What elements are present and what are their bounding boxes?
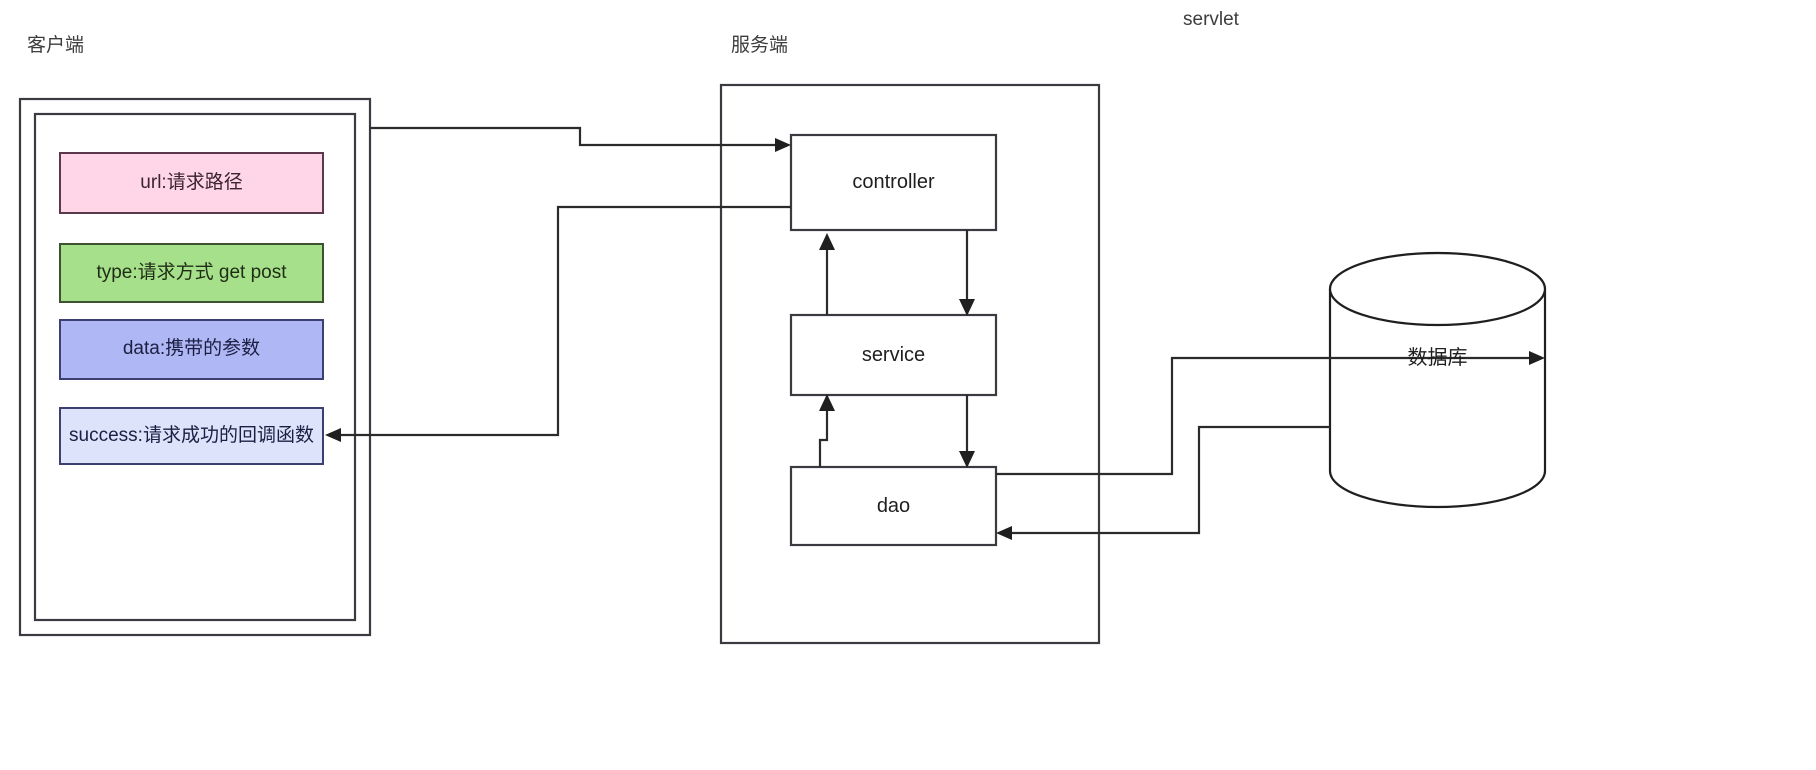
database-cylinder-body[interactable] (1328, 289, 1547, 509)
arrowhead-dao-to-service (819, 394, 835, 411)
servlet-title-label: servlet (1183, 9, 1239, 30)
service-box[interactable] (789, 313, 998, 397)
param-box-type[interactable]: type:请求方式 get post (59, 243, 324, 303)
edge-client-to-controller (370, 126, 780, 147)
arrowhead-client-to-controller (775, 138, 791, 152)
param-box-success[interactable]: success:请求成功的回调函数 (59, 407, 324, 465)
edge-dao-to-service (818, 406, 829, 467)
arrowhead-database-to-dao (996, 526, 1012, 540)
param-box-data[interactable]: data:携带的参数 (59, 319, 324, 380)
arrowhead-controller-to-service (959, 299, 975, 316)
param-box-url[interactable]: url:请求路径 (59, 152, 324, 214)
edge-controller-to-client (336, 205, 791, 437)
dao-box[interactable] (789, 465, 998, 547)
arrowhead-service-to-controller (819, 233, 835, 250)
edge-dao-to-database (996, 356, 1534, 476)
arrowhead-dao-to-database (1529, 351, 1545, 365)
edge-database-to-dao (1007, 425, 1330, 535)
arrowhead-controller-to-client (325, 428, 341, 442)
controller-box[interactable] (789, 133, 998, 232)
client-title-label: 客户端 (27, 35, 85, 56)
database-cylinder-top (1328, 251, 1547, 327)
server-title-label: 服务端 (731, 35, 789, 56)
arrowhead-service-to-dao (959, 451, 975, 468)
